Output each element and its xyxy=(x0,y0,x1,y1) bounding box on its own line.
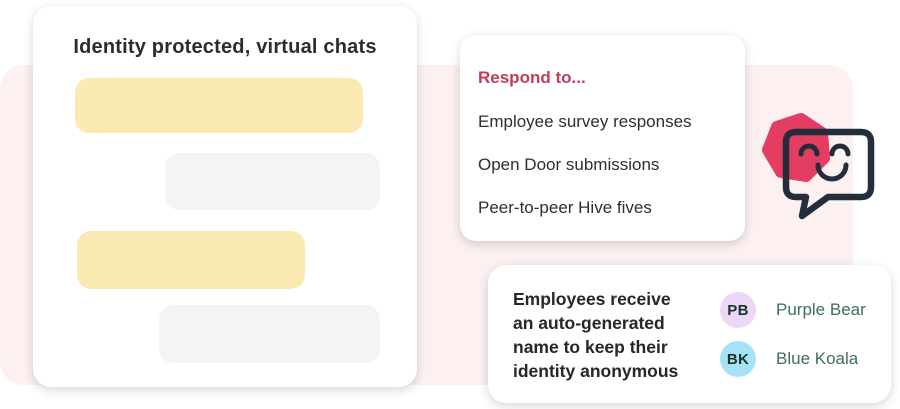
smiley-mouth-icon xyxy=(815,162,849,182)
description-line: name to keep their xyxy=(513,337,668,357)
smiling-speech-bubble-logo-icon xyxy=(762,113,875,220)
user-row: BK Blue Koala xyxy=(720,341,866,377)
respond-card: Respond to... Employee survey responses … xyxy=(460,35,745,241)
avatar: BK xyxy=(720,341,756,377)
description-line: identity anonymous xyxy=(513,361,679,381)
user-name: Blue Koala xyxy=(776,349,859,368)
description-line: an auto-generated xyxy=(513,313,665,333)
anonymous-description: Employees receive an auto-generated name… xyxy=(513,287,678,383)
respond-item: Employee survey responses xyxy=(478,112,692,131)
description-line: Employees receive xyxy=(513,289,671,309)
avatar: PB xyxy=(720,292,756,328)
respond-heading: Respond to... xyxy=(478,68,586,87)
chat-bubble-sent xyxy=(75,78,363,133)
user-name: Purple Bear xyxy=(776,300,866,319)
chat-bubble-sent xyxy=(77,231,305,289)
anonymous-names-card: Employees receive an auto-generated name… xyxy=(488,265,891,403)
chat-card-title: Identity protected, virtual chats xyxy=(73,36,377,58)
smiley-right-eye-icon xyxy=(829,143,851,157)
generated-user-list: PB Purple Bear BK Blue Koala xyxy=(720,292,866,377)
respond-item: Open Door submissions xyxy=(478,155,660,174)
respond-item: Peer-to-peer Hive fives xyxy=(478,198,652,217)
user-row: PB Purple Bear xyxy=(720,292,866,328)
chat-bubble-received xyxy=(159,305,380,363)
smiley-left-eye-icon xyxy=(798,143,820,157)
chat-preview-card: Identity protected, virtual chats xyxy=(33,6,417,387)
chat-bubble-received xyxy=(165,153,380,210)
speech-bubble-outline-icon xyxy=(782,128,875,220)
